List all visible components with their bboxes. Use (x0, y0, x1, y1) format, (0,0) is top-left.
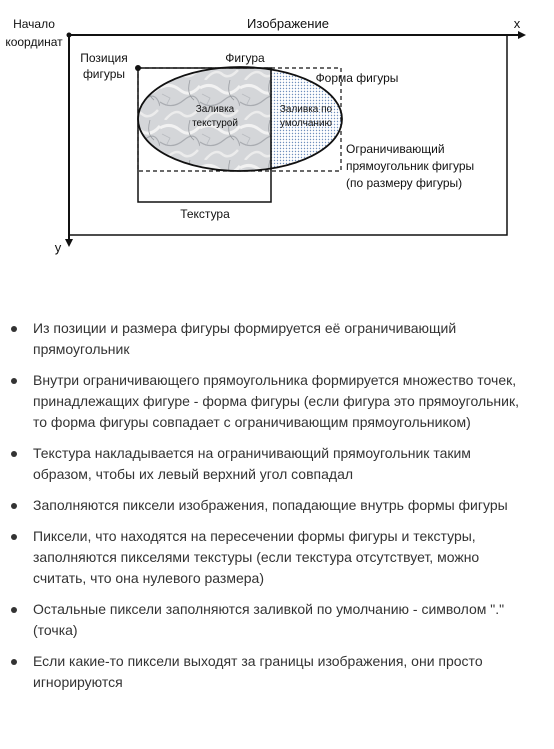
rendering-diagram: Начало координат Изображение x y Позиция… (5, 16, 526, 255)
texture-fill-label: Заливка (196, 104, 235, 115)
position-point (135, 65, 141, 71)
position-label-2: фигуры (83, 67, 125, 81)
list-item: Пиксели, что находятся на пересечении фо… (0, 526, 554, 589)
texture-fill-label-2: текстурой (192, 118, 238, 129)
list-item: Текстура накладывается на ограничивающий… (0, 443, 554, 485)
origin-point (66, 32, 72, 38)
rules-list: Из позиции и размера фигуры формируется … (0, 318, 554, 703)
position-label: Позиция (80, 51, 127, 65)
shape-form-label: Форма фигуры (316, 71, 399, 85)
list-item-text: Пиксели, что находятся на пересечении фо… (33, 528, 480, 586)
bullet-dot-icon (11, 659, 17, 665)
image-rectangle (69, 35, 508, 236)
default-fill-area (271, 69, 341, 169)
list-item: Из позиции и размера фигуры формируется … (0, 318, 554, 360)
list-item: Остальные пиксели заполняются заливкой п… (0, 599, 554, 641)
x-axis (69, 31, 526, 39)
x-axis-label: x (514, 16, 521, 31)
shape-ellipse (137, 66, 343, 172)
list-item: Внутри ограничивающего прямоугольника фо… (0, 370, 554, 433)
default-fill-label-2: умолчанию (280, 118, 333, 129)
y-axis (65, 35, 73, 247)
texture-label: Текстура (180, 207, 230, 221)
bullet-dot-icon (11, 607, 17, 613)
origin-label-2: координат (5, 35, 63, 49)
shape-label: Фигура (225, 51, 265, 65)
list-item: Если какие-то пиксели выходят за границы… (0, 651, 554, 693)
bbox-label-3: (по размеру фигуры) (346, 176, 462, 190)
default-fill-label: Заливка по (280, 104, 333, 115)
bullet-dot-icon (11, 503, 17, 509)
list-item-text: Из позиции и размера фигуры формируется … (33, 320, 457, 357)
origin-label: Начало (13, 17, 55, 31)
image-label: Изображение (247, 16, 329, 31)
list-item-text: Остальные пиксели заполняются заливкой п… (33, 601, 505, 638)
bbox-label-2: прямоугольник фигуры (346, 159, 474, 173)
list-item-text: Текстура накладывается на ограничивающий… (33, 445, 471, 482)
texture-fill-area (138, 68, 271, 171)
bullet-dot-icon (11, 534, 17, 540)
y-axis-label: y (55, 240, 62, 255)
list-item-text: Заполняются пиксели изображения, попадаю… (33, 497, 508, 513)
bullet-dot-icon (11, 451, 17, 457)
bbox-label: Ограничивающий (346, 142, 445, 156)
bullet-dot-icon (11, 378, 17, 384)
list-item-text: Внутри ограничивающего прямоугольника фо… (33, 372, 519, 430)
list-item: Заполняются пиксели изображения, попадаю… (0, 495, 554, 516)
list-item-text: Если какие-то пиксели выходят за границы… (33, 653, 483, 690)
bullet-dot-icon (11, 326, 17, 332)
